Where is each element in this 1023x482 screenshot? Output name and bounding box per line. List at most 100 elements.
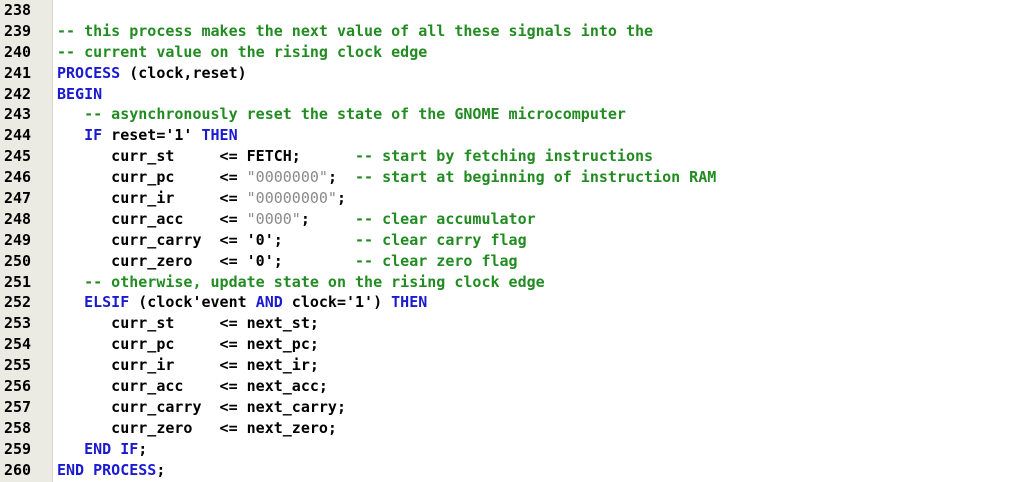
comment-token: -- current value on the rising clock edg… [57,42,428,61]
code-line[interactable]: 245 curr_st <= FETCH; -- start by fetchi… [0,146,1023,167]
code-line[interactable]: 238 [0,0,1023,21]
code-line[interactable]: 251 -- otherwise, update state on the ri… [0,272,1023,293]
code-text[interactable]: curr_acc <= next_acc; [57,376,328,397]
code-line[interactable]: 248 curr_acc <= "0000"; -- clear accumul… [0,209,1023,230]
code-token: curr_carry <= next_carry; [57,397,346,416]
keyword-token: PROCESS [57,63,121,82]
code-line[interactable]: 254 curr_pc <= next_pc; [0,334,1023,355]
comment-token: -- this process makes the next value of … [57,21,654,40]
code-text[interactable]: END IF; [57,439,147,460]
code-text[interactable]: curr_ir <= next_ir; [57,355,319,376]
code-token [57,440,84,458]
code-line[interactable]: 253 curr_st <= next_st; [0,313,1023,334]
code-text[interactable]: -- otherwise, update state on the rising… [57,272,545,293]
code-token: curr_pc <= next_pc; [57,335,319,354]
code-token: curr_ir <= [57,189,247,208]
code-token: ; [156,460,166,479]
keyword-token: END PROCESS [57,460,157,479]
code-text[interactable]: -- asynchronously reset the state of the… [57,104,626,125]
keyword-token: THEN [201,126,238,145]
line-number: 249 [4,230,32,249]
code-line[interactable]: 250 curr_zero <= '0'; -- clear zero flag [0,251,1023,272]
line-number: 240 [4,42,32,61]
code-line[interactable]: 256 curr_acc <= next_acc; [0,376,1023,397]
code-line[interactable]: 255 curr_ir <= next_ir; [0,355,1023,376]
code-text[interactable]: END PROCESS; [57,460,165,481]
code-token: curr_st <= next_st; [57,314,319,333]
line-number: 257 [4,397,32,416]
comment-token: -- clear accumulator [355,209,536,228]
code-line[interactable]: 249 curr_carry <= '0'; -- clear carry fl… [0,230,1023,251]
code-token [57,293,84,311]
code-line[interactable]: 246 curr_pc <= "0000000"; -- start at be… [0,167,1023,188]
code-text[interactable]: -- this process makes the next value of … [57,21,653,42]
code-text[interactable]: curr_carry <= next_carry; [57,397,346,418]
code-line[interactable]: 247 curr_ir <= "00000000"; [0,188,1023,209]
code-text[interactable]: curr_ir <= "00000000"; [57,188,346,209]
code-text[interactable]: curr_pc <= next_pc; [57,334,319,355]
line-number: 242 [4,84,32,103]
code-token: ; [336,189,346,208]
line-number: 246 [4,168,32,187]
code-line[interactable]: 241 PROCESS (clock,reset) [0,63,1023,84]
string-literal-token: "0000" [246,209,301,228]
string-literal-token: "00000000" [246,189,337,208]
code-token: ; [138,439,148,458]
code-text[interactable]: curr_zero <= '0'; -- clear zero flag [57,251,518,272]
line-number: 241 [4,63,32,82]
code-token: curr_acc <= next_acc; [57,377,328,396]
code-line[interactable]: 258 curr_zero <= next_zero; [0,418,1023,439]
code-token [57,105,84,123]
comment-token: -- clear carry flag [355,230,527,249]
line-number: 239 [4,21,32,40]
line-number: 244 [4,126,32,145]
line-number: 238 [4,1,32,19]
comment-token: -- asynchronously reset the state of the… [84,105,626,124]
code-text[interactable]: curr_st <= next_st; [57,313,319,334]
code-line[interactable]: 257 curr_carry <= next_carry; [0,397,1023,418]
line-number: 258 [4,418,32,437]
code-line[interactable]: 240 -- current value on the rising clock … [0,42,1023,63]
code-text[interactable]: -- current value on the rising clock edg… [57,42,427,63]
code-line[interactable]: 243 -- asynchronously reset the state of… [0,104,1023,125]
code-token: ; [300,209,356,228]
code-token: (clock'event [129,293,256,312]
line-number: 248 [4,209,32,228]
line-number: 252 [4,293,32,312]
code-line[interactable]: 252 ELSIF (clock'event AND clock='1') TH… [0,292,1023,313]
code-text[interactable]: curr_pc <= "0000000"; -- start at beginn… [57,167,716,188]
code-text[interactable]: curr_st <= FETCH; -- start by fetching i… [57,146,653,167]
keyword-token: BEGIN [57,84,103,103]
code-token: reset='1' [102,126,202,145]
comment-token: -- start at beginning of instruction RAM [355,168,717,187]
code-text[interactable]: curr_acc <= "0000"; -- clear accumulator [57,209,536,230]
comment-token: -- clear zero flag [355,251,518,270]
code-token: curr_acc <= [57,209,247,228]
code-line[interactable]: 242 BEGIN [0,84,1023,105]
keyword-token: END IF [84,439,139,458]
line-number: 255 [4,356,32,375]
code-text[interactable]: curr_zero <= next_zero; [57,418,337,439]
code-token: (clock,reset) [120,63,247,82]
code-line[interactable]: 244 IF reset='1' THEN [0,125,1023,146]
string-literal-token: "0000000" [246,168,328,187]
code-text[interactable]: curr_carry <= '0'; -- clear carry flag [57,230,527,251]
line-number-gutter [0,0,53,482]
code-text[interactable]: PROCESS (clock,reset) [57,63,247,84]
code-token: clock='1') [282,293,392,312]
line-number: 259 [4,439,32,458]
line-number: 247 [4,189,32,208]
code-token: curr_carry <= '0'; [57,230,356,249]
code-text[interactable]: ELSIF (clock'event AND clock='1') THEN [57,292,427,313]
code-token: curr_zero <= next_zero; [57,418,337,437]
code-line[interactable]: 239 -- this process makes the next value … [0,21,1023,42]
code-line[interactable]: 259 END IF; [0,439,1023,460]
line-number: 253 [4,314,32,333]
line-number: 256 [4,377,32,396]
code-text[interactable]: BEGIN [57,84,102,105]
code-text[interactable]: IF reset='1' THEN [57,125,238,146]
line-number: 243 [4,105,32,124]
